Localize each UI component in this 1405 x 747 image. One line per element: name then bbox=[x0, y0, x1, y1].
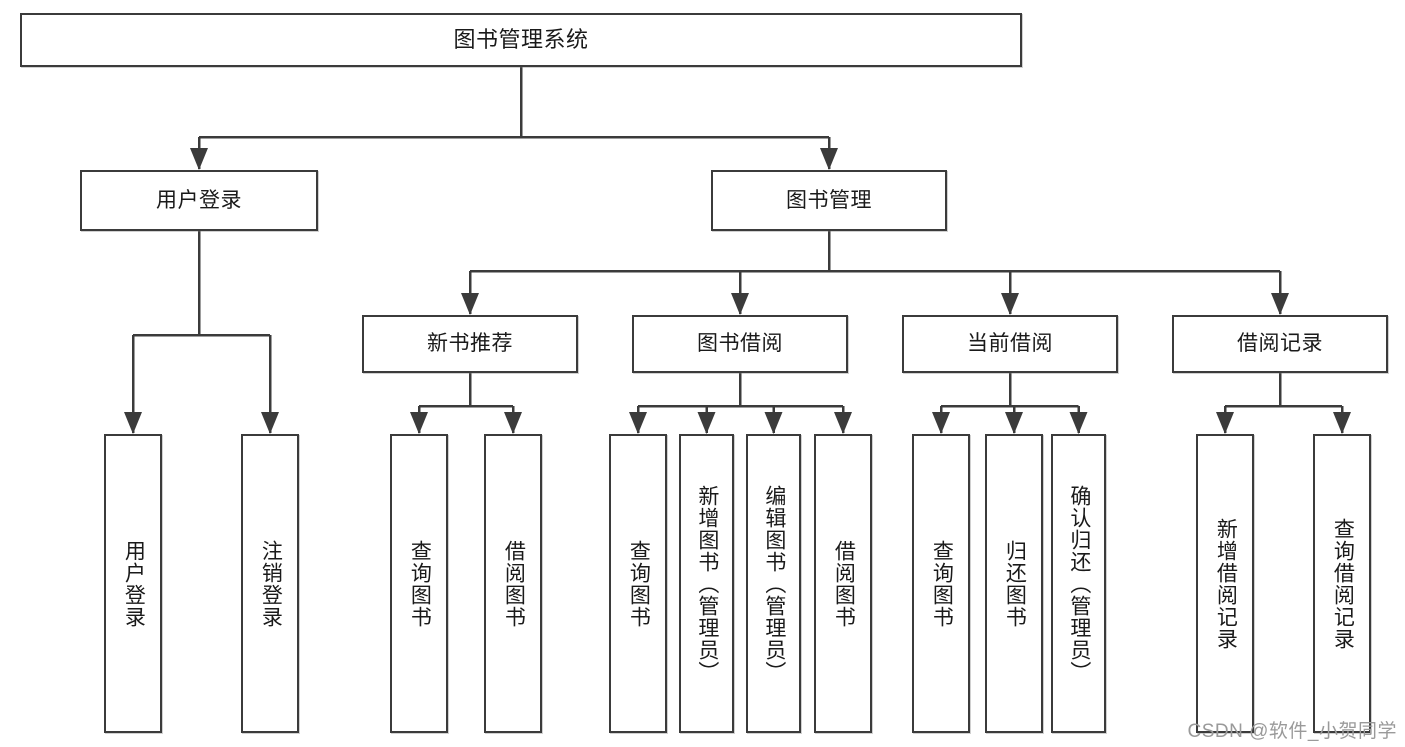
node-label-r1: 新增借阅记录 bbox=[1214, 517, 1238, 650]
node-box-borrow[interactable]: 图书借阅 bbox=[632, 315, 848, 373]
node-label-bookmgmt: 图书管理 bbox=[786, 188, 872, 212]
node-label-record: 借阅记录 bbox=[1237, 332, 1323, 356]
node-label-n1: 查询图书 bbox=[408, 539, 432, 628]
watermark-label: CSDN @软件_小贺同学 bbox=[1187, 721, 1397, 742]
node-box-l2[interactable]: 注销登录 bbox=[241, 434, 299, 733]
node-label-r2: 查询借阅记录 bbox=[1331, 517, 1355, 650]
node-label-b2: 新增图书（管理员） bbox=[695, 484, 719, 683]
node-box-record[interactable]: 借阅记录 bbox=[1172, 315, 1388, 373]
node-box-c3[interactable]: 确认归还（管理员） bbox=[1051, 434, 1106, 733]
node-box-bookmgmt[interactable]: 图书管理 bbox=[711, 170, 947, 231]
node-label-c1: 查询图书 bbox=[930, 539, 954, 628]
node-box-login[interactable]: 用户登录 bbox=[80, 170, 318, 231]
node-label-login: 用户登录 bbox=[156, 188, 242, 212]
node-label-l1: 用户登录 bbox=[122, 539, 146, 628]
node-label-borrow: 图书借阅 bbox=[697, 332, 783, 356]
node-box-n1[interactable]: 查询图书 bbox=[390, 434, 448, 733]
node-label-newbook: 新书推荐 bbox=[427, 332, 513, 356]
node-label-current: 当前借阅 bbox=[967, 332, 1053, 356]
node-box-b2[interactable]: 新增图书（管理员） bbox=[679, 434, 734, 733]
node-box-l1[interactable]: 用户登录 bbox=[104, 434, 162, 733]
node-label-b4: 借阅图书 bbox=[832, 539, 856, 628]
node-box-c1[interactable]: 查询图书 bbox=[912, 434, 970, 733]
node-box-c2[interactable]: 归还图书 bbox=[985, 434, 1043, 733]
node-box-root[interactable]: 图书管理系统 bbox=[20, 13, 1022, 67]
node-label-n2: 借阅图书 bbox=[502, 539, 526, 628]
node-box-b1[interactable]: 查询图书 bbox=[609, 434, 667, 733]
node-label-c3: 确认归还（管理员） bbox=[1067, 484, 1091, 683]
node-label-c2: 归还图书 bbox=[1003, 539, 1027, 628]
node-label-b3: 编辑图书（管理员） bbox=[762, 484, 786, 683]
node-box-newbook[interactable]: 新书推荐 bbox=[362, 315, 578, 373]
node-box-r1[interactable]: 新增借阅记录 bbox=[1196, 434, 1254, 733]
node-label-l2: 注销登录 bbox=[259, 539, 283, 628]
node-label-b1: 查询图书 bbox=[627, 539, 651, 628]
node-box-current[interactable]: 当前借阅 bbox=[902, 315, 1118, 373]
node-box-b4[interactable]: 借阅图书 bbox=[814, 434, 872, 733]
node-box-r2[interactable]: 查询借阅记录 bbox=[1313, 434, 1371, 733]
node-box-n2[interactable]: 借阅图书 bbox=[484, 434, 542, 733]
node-label-root: 图书管理系统 bbox=[453, 26, 589, 52]
node-box-b3[interactable]: 编辑图书（管理员） bbox=[746, 434, 801, 733]
